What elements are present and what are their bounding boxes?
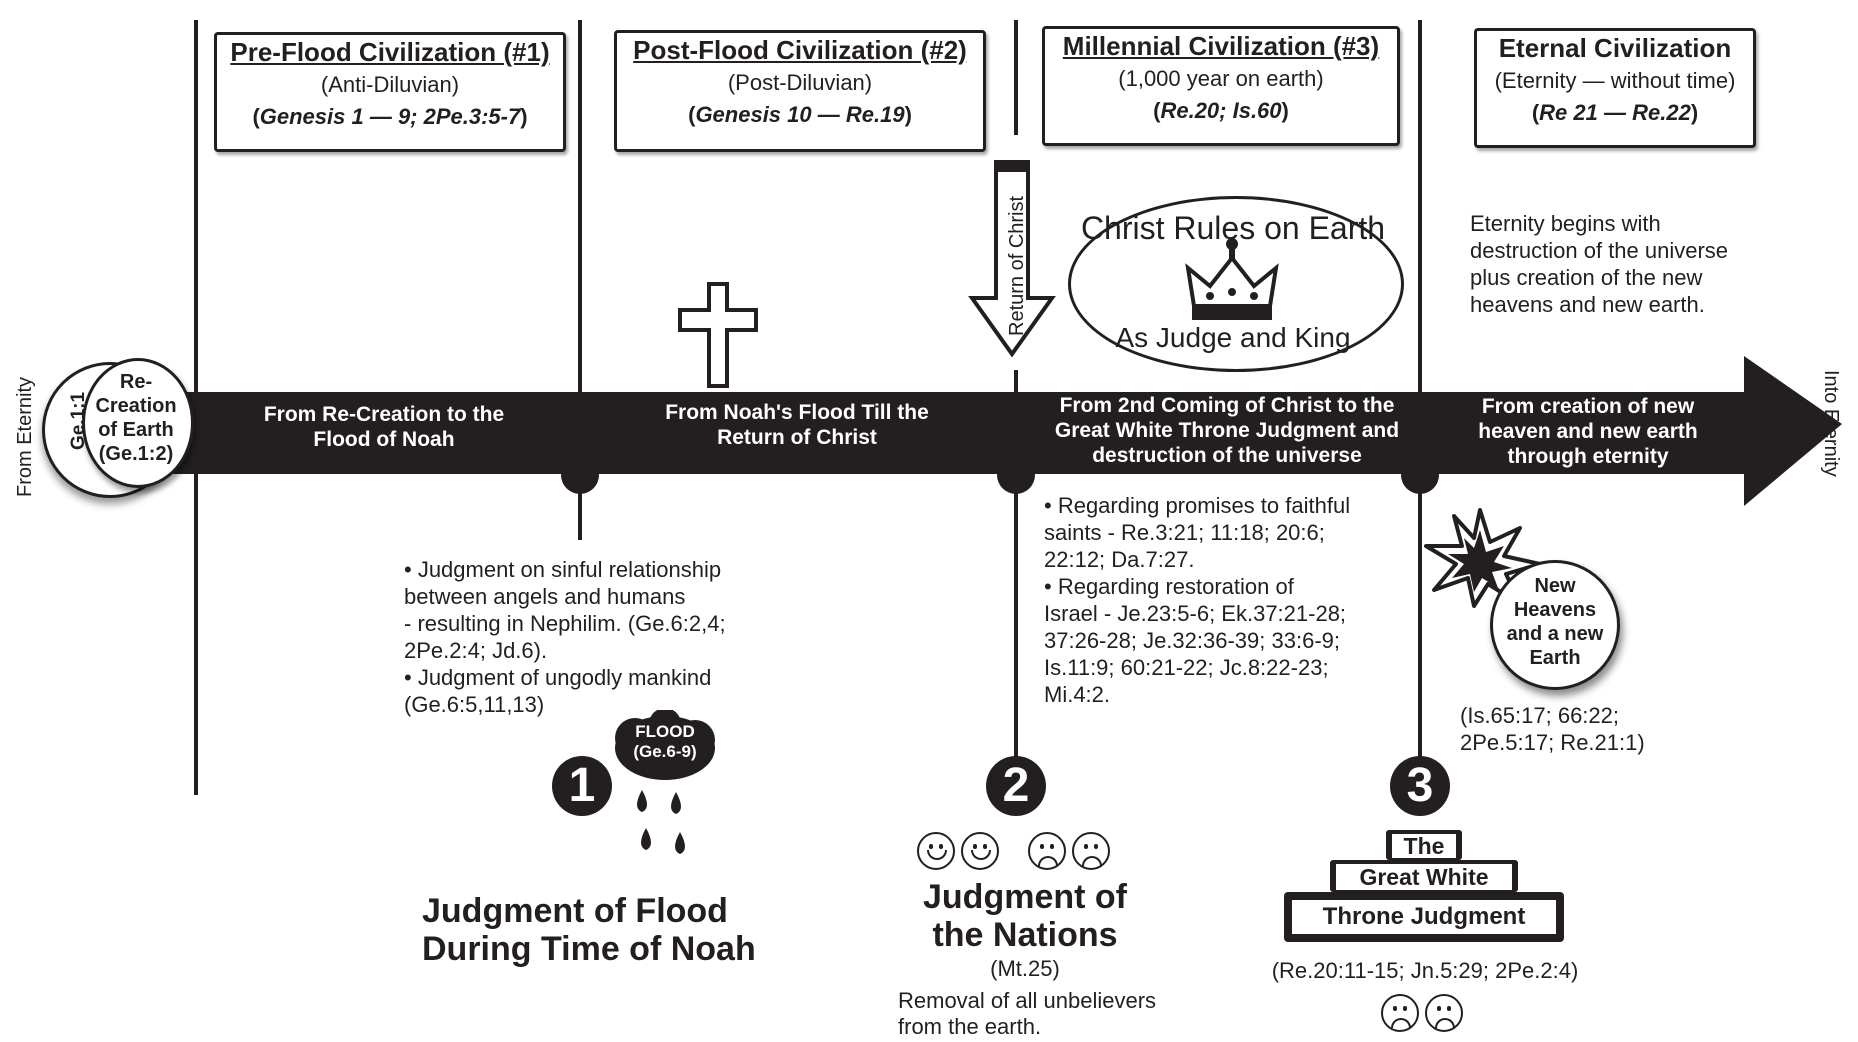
return-of-christ-arrow-icon <box>968 160 1056 358</box>
flood-cloud-label: FLOOD (Ge.6-9) <box>618 722 712 762</box>
explosion-burst-icon <box>1424 508 1542 608</box>
civilization-refs-2: (Genesis 10 — Re.19) <box>688 102 912 127</box>
judgment-2-desc-line: Removal of all unbelievers <box>898 988 1157 1013</box>
judgment-2-number: 2 <box>986 756 1046 816</box>
new-heavens-line: Earth <box>1529 647 1581 669</box>
civilization-box-4: Eternal Civilization (Eternity — without… <box>1474 28 1756 148</box>
throne-step-2-label: Great White <box>1336 864 1512 890</box>
judgment-1-title-line: During Time of Noah <box>422 930 756 968</box>
judgment-2-title-line: Judgment of <box>923 878 1127 916</box>
judgment-1-notes: • Judgment on sinful relationship betwee… <box>404 556 784 718</box>
judgment-1-note-line: 2Pe.2:4; Jd.6). <box>404 638 548 663</box>
new-heavens-refs: (Is.65:17; 66:22; 2Pe.5:17; Re.21:1) <box>1460 702 1720 756</box>
new-heavens-circle <box>1490 560 1620 690</box>
judgment-3-ref: (Re.20:11-15; Jn.5:29; 2Pe.2:4) <box>1271 958 1579 983</box>
timeline-segment-4: From creation of new heaven and new eart… <box>1478 395 1698 468</box>
throne-faces <box>1378 994 1498 1037</box>
nations-faces <box>914 832 1134 875</box>
judgment-2-note-line: Israel - Je.23:5-6; Ek.37:21-28; <box>1044 601 1347 626</box>
new-heavens-ref-line: 2Pe.5:17; Re.21:1) <box>1460 730 1645 755</box>
re-creation-circle <box>82 358 194 488</box>
civilization-subtitle-2: (Post-Diluvian) <box>727 70 873 95</box>
happy-face-icon <box>917 832 955 870</box>
civilization-box-2: Post-Flood Civilization (#2) (Post-Diluv… <box>614 30 986 152</box>
divider-line-3 <box>1014 370 1018 760</box>
civilization-subtitle-3: (1,000 year on earth) <box>1118 66 1324 91</box>
eternity-note: Eternity begins with destruction of the … <box>1470 211 1729 317</box>
judgment-2-desc: Removal of all unbelievers from the eart… <box>898 988 1198 1040</box>
new-heavens-line: Heavens <box>1513 599 1597 621</box>
judgment-2-note-line: 22:12; Da.7:27. <box>1044 547 1195 572</box>
re-creation-label: Re-Creation of Earth (Ge.1:2) <box>95 371 177 465</box>
divider-line-2 <box>578 20 582 410</box>
judgment-2-notes: • Regarding promises to faithful saints … <box>1044 492 1404 708</box>
new-heavens-line: and a new <box>1506 623 1604 645</box>
timeline-dot-3 <box>1401 456 1439 494</box>
judgment-2-desc-line: from the earth. <box>898 1014 1042 1039</box>
judgment-1-note-line: - resulting in Nephilim. (Ge.6:2,4; <box>404 611 726 636</box>
judgment-2-note-line: Is.11:9; 60:21-22; Jc.8:22-23; <box>1044 655 1329 680</box>
civilization-subtitle-1: (Anti-Diluvian) <box>320 72 460 97</box>
civilization-title-3: Millennial Civilization (#3) <box>1062 31 1380 61</box>
judgment-1-title-line: Judgment of Flood <box>422 892 728 930</box>
judgment-1-number: 1 <box>552 756 612 816</box>
sad-face-icon <box>1027 832 1066 870</box>
judgment-2-note-line: • Regarding promises to faithful <box>1044 493 1351 518</box>
cross-icon <box>678 282 758 388</box>
new-heavens-ref-line: (Is.65:17; 66:22; <box>1460 703 1619 728</box>
christ-rules-bottom-text: As Judge and King <box>1115 322 1351 353</box>
judgment-1-note-line: (Ge.6:5,11,13) <box>404 692 545 717</box>
judgment-3-number: 3 <box>1390 756 1450 816</box>
timeline-segment-1: From Re-Creation to the Flood of Noah <box>263 403 505 451</box>
happy-face-icon <box>961 832 999 870</box>
judgment-1-note-line: between angels and humans <box>404 584 686 609</box>
flood-cloud-icon <box>615 710 715 854</box>
judgment-2-note-line: • Regarding restoration of <box>1044 574 1294 599</box>
sad-face-icon <box>1425 994 1463 1032</box>
judgment-1-note-line: • Judgment on sinful relationship <box>404 557 722 582</box>
new-heavens-label: New Heavens and a new Earth <box>1492 574 1618 670</box>
civilization-refs-3: (Re.20; Is.60) <box>1153 98 1289 123</box>
throne-step-1-label: The <box>1392 834 1456 858</box>
divider-line-3-top <box>1014 20 1018 135</box>
sad-face-icon <box>1381 994 1419 1032</box>
new-heavens-line: New <box>1534 575 1576 597</box>
civilization-subtitle-4: (Eternity — without time) <box>1494 68 1736 93</box>
judgment-2-note-line: Mi.4:2. <box>1044 682 1111 707</box>
civilization-box-1: Pre-Flood Civilization (#1) (Anti-Diluvi… <box>214 32 566 152</box>
judgment-1-title: Judgment of Flood During Time of Noah <box>422 892 802 968</box>
civilization-box-3: Millennial Civilization (#3) (1,000 year… <box>1042 26 1400 146</box>
civilization-title-4: Eternal Civilization <box>1498 33 1732 63</box>
judgment-2-title: Judgment of the Nations <box>900 878 1150 954</box>
timeline-dot-2 <box>997 456 1035 494</box>
flood-cloud-line: FLOOD <box>635 722 695 741</box>
timeline-segment-3: From 2nd Coming of Christ to the Great W… <box>1054 394 1400 467</box>
judgment-2-ref: (Mt.25) <box>990 956 1060 981</box>
judgment-2-note-line: 37:26-28; Je.32:36-39; 33:6-9; <box>1044 628 1340 653</box>
judgment-2-note-line: saints - Re.3:21; 11:18; 20:6; <box>1044 520 1325 545</box>
divider-line-2-lower <box>578 490 582 540</box>
return-of-christ-label: Return of Christ <box>1006 195 1028 336</box>
flood-cloud-line: (Ge.6-9) <box>633 742 697 761</box>
civilization-title-1: Pre-Flood Civilization (#1) <box>230 37 550 67</box>
timeline-segment-2: From Noah's Flood Till the Return of Chr… <box>665 401 929 449</box>
sad-face-icon <box>1071 832 1110 870</box>
timeline-dot-1 <box>561 456 599 494</box>
christ-rules-ellipse <box>1068 196 1404 372</box>
judgment-1-note-line: • Judgment of ungodly mankind <box>404 665 712 690</box>
judgment-2-title-line: the Nations <box>932 916 1118 954</box>
crown-icon <box>1185 238 1279 320</box>
throne-step-3-label: Throne Judgment <box>1292 900 1556 934</box>
civilization-refs-4: (Re 21 — Re.22) <box>1531 100 1699 125</box>
civilization-refs-1: (Genesis 1 — 9; 2Pe.3:5-7) <box>252 104 528 129</box>
civilization-title-2: Post-Flood Civilization (#2) <box>633 35 967 65</box>
